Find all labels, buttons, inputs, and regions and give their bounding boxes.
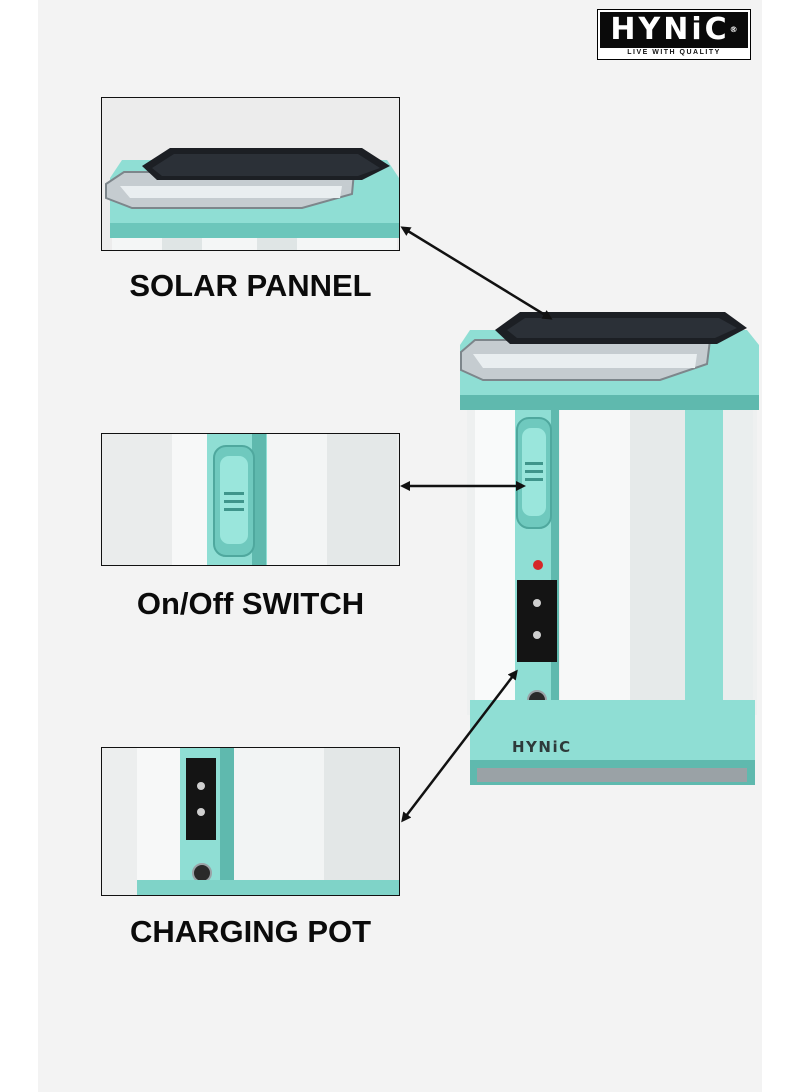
- product-brand-badge: HYNiC: [512, 738, 572, 756]
- brand-logo: HYNiC® LIVE WITH QUALITY: [597, 9, 751, 60]
- solar-panel-inset: [101, 97, 400, 251]
- solar-panel-arrow: [400, 226, 553, 320]
- charging-port-closeup-image: [102, 748, 399, 895]
- charging-port-arrow: [401, 669, 518, 823]
- logo-tagline: LIVE WITH QUALITY: [627, 49, 721, 56]
- registered-mark: ®: [729, 25, 738, 34]
- charging-port-inset: [101, 747, 400, 896]
- switch-label: On/Off SWITCH: [136, 586, 365, 621]
- solar-panel-closeup-image: [105, 148, 399, 250]
- charging-port-label: CHARGING POT: [129, 914, 372, 949]
- solar-panel-label: SOLAR PANNEL: [129, 268, 372, 303]
- switch-inset: [101, 433, 400, 566]
- switch-closeup-image: [102, 434, 399, 565]
- lantern-product-image: [460, 312, 759, 785]
- logo-text: HYNiC: [610, 12, 730, 47]
